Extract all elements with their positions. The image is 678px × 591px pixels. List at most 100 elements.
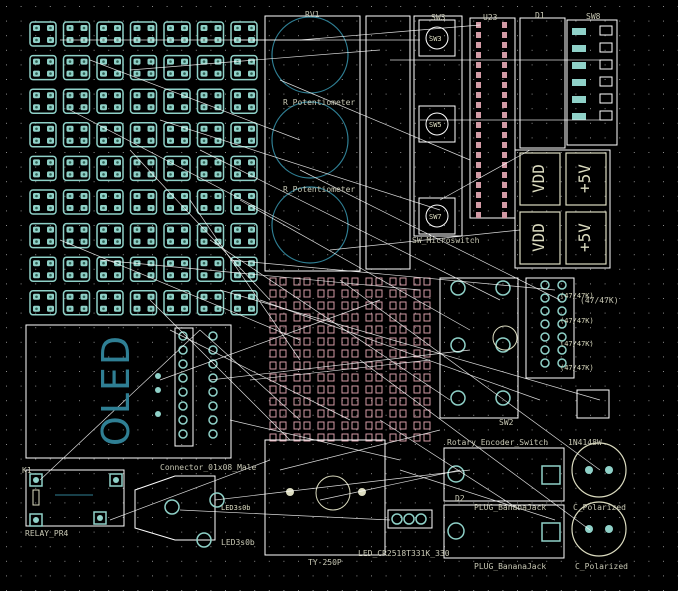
grid-dot (49, 575, 51, 577)
sw3-label: SW3 (431, 13, 446, 22)
grid-dot (122, 546, 124, 548)
smd-pad (413, 421, 421, 430)
matrix-drill (35, 273, 38, 277)
grid-dot (35, 400, 37, 402)
c-polarized-label-2: C_Polarized (575, 562, 628, 571)
smd-pad (317, 289, 325, 298)
smd-pad (293, 349, 301, 358)
grid-dot (108, 93, 110, 95)
grid-dot (663, 444, 664, 445)
grid-dot (473, 502, 475, 504)
matrix-drill (216, 127, 220, 131)
matrix-cell (163, 21, 191, 47)
grid-dot (108, 35, 110, 37)
smd-pad (399, 409, 407, 418)
grid-dot (517, 181, 518, 183)
smd-pad (389, 313, 397, 322)
matrix-cell (129, 21, 158, 47)
grid-dot (648, 312, 650, 314)
matrix-drill (149, 240, 153, 243)
power-text: +5V (575, 223, 594, 252)
microswitch-body (418, 105, 456, 143)
grid-dot (414, 210, 416, 212)
grid-dot (327, 546, 329, 548)
capacitor-pad (605, 525, 613, 533)
grid-dot (414, 64, 416, 66)
grid-dot (473, 546, 475, 548)
smd-pad (375, 349, 383, 358)
grid-dot (633, 166, 635, 168)
dip-pad (572, 28, 586, 35)
grid-dot (341, 49, 343, 51)
grid-dot (444, 152, 445, 153)
matrix-cell (96, 222, 124, 249)
grid-dot (502, 517, 504, 518)
grid-dot (444, 312, 445, 314)
grid-dot (195, 400, 197, 402)
grid-dot (239, 458, 241, 460)
smd-pad (317, 337, 325, 346)
grid-dot (560, 6, 562, 7)
grid-dot (225, 108, 226, 110)
grid-dot (6, 35, 7, 37)
matrix-drill (236, 295, 239, 299)
grid-dot (575, 122, 577, 124)
grid-dot (341, 371, 343, 372)
grid-dot (122, 531, 124, 533)
grid-dot (575, 385, 577, 387)
grid-dot (356, 49, 358, 51)
grid-dot (546, 35, 548, 37)
grid-dot (575, 356, 577, 358)
grid-dot (356, 575, 358, 577)
grid-dot (152, 444, 153, 445)
grid-dot (604, 79, 606, 80)
matrix-drill (216, 161, 220, 164)
grid-dot (385, 414, 387, 416)
grid-dot (648, 225, 650, 226)
ic-pad (476, 192, 481, 198)
grid-dot (327, 254, 329, 256)
grid-dot (210, 400, 212, 402)
grid-dot (327, 312, 329, 314)
ratsnest-line (359, 359, 591, 531)
grid-dot (356, 254, 358, 256)
grid-dot (356, 79, 358, 80)
matrix-drill (202, 194, 206, 198)
grid-dot (152, 531, 153, 533)
matrix-cell (129, 290, 158, 316)
smd-pad (365, 325, 373, 334)
smd-pad (293, 409, 301, 418)
grid-dot (35, 225, 37, 226)
grid-dot (473, 210, 475, 212)
ty250p-pin (286, 488, 294, 496)
grid-dot (268, 79, 270, 80)
grid-dot (20, 166, 22, 168)
grid-dot (560, 283, 562, 285)
grid-dot (166, 283, 168, 285)
matrix-drill (102, 228, 105, 231)
grid-dot (429, 546, 431, 548)
grid-dot (6, 356, 7, 358)
grid-dot (93, 283, 95, 285)
ic-pad (502, 82, 507, 88)
ratsnest-line (329, 229, 521, 251)
grid-dot (356, 341, 358, 343)
grid-dot (517, 195, 518, 197)
grid-dot (385, 502, 387, 504)
grid-dot (385, 473, 387, 475)
grid-dot (663, 531, 664, 533)
grid-dot (93, 341, 95, 343)
grid-dot (268, 35, 270, 37)
grid-dot (35, 283, 37, 285)
grid-dot (6, 195, 7, 197)
ic-pad (502, 152, 507, 158)
grid-dot (93, 254, 95, 256)
grid-dot (341, 531, 343, 533)
grid-dot (93, 108, 95, 110)
matrix-cell (29, 256, 57, 282)
ratsnest-line (299, 169, 561, 301)
rotary-pad (495, 390, 511, 406)
grid-dot (225, 225, 226, 226)
grid-dot (64, 166, 66, 168)
